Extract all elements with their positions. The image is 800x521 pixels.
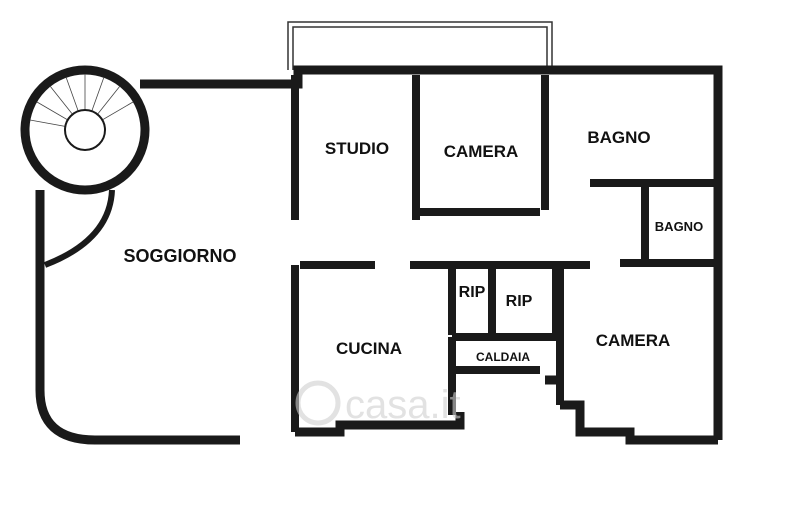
room-label-studio: STUDIO: [325, 139, 389, 158]
exterior-walls: [35, 65, 723, 445]
room-label-bagno-small: BAGNO: [655, 219, 703, 234]
room-label-camera-top: CAMERA: [444, 142, 519, 161]
interior-walls: [43, 75, 715, 432]
spiral-staircase: [20, 65, 150, 195]
balcony: [287, 21, 553, 72]
house-logo-icon: [295, 380, 341, 426]
watermark: casa.it: [295, 380, 461, 427]
room-label-bagno-top: BAGNO: [587, 128, 650, 147]
room-label-cucina: CUCINA: [336, 339, 402, 358]
room-label-caldaia: CALDAIA: [476, 350, 530, 364]
room-label-rip-1: RIP: [459, 284, 486, 301]
room-label-soggiorno: SOGGIORNO: [123, 246, 236, 266]
room-label-camera-right: CAMERA: [596, 331, 671, 350]
room-label-rip-2: RIP: [506, 293, 533, 310]
watermark-text: casa.it: [345, 383, 461, 427]
